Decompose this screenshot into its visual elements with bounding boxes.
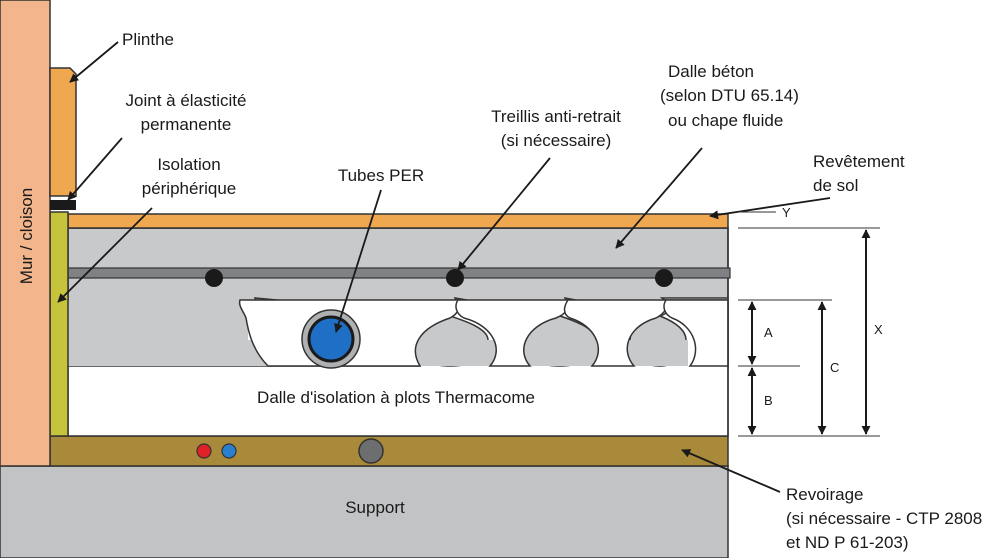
joint-leader	[67, 137, 123, 201]
joint-label-line2: permanente	[141, 115, 232, 134]
dalle-label-line2: (selon DTU 65.14)	[660, 86, 799, 105]
support-layer	[0, 465, 729, 558]
anti-shrink-mesh	[67, 267, 731, 279]
isolation-label-line1: Isolation	[157, 155, 220, 174]
red-pipe	[196, 443, 212, 459]
dalle-label-line3: ou chape fluide	[668, 111, 783, 130]
grey-conduit	[358, 438, 384, 464]
revoirage-label-line1: Revoirage	[786, 485, 864, 504]
treillis-label-line2: (si nécessaire)	[501, 131, 612, 150]
dim-x-label: X	[874, 322, 883, 337]
wall	[0, 0, 51, 467]
blue-pipe	[221, 443, 237, 459]
treillis-leader	[457, 157, 551, 271]
insulation-plot-4	[663, 299, 729, 367]
wall-label: Mur / cloison	[17, 188, 36, 284]
revoirage-layer	[49, 435, 729, 467]
mesh-node-3	[655, 269, 673, 287]
dim-c-label: C	[830, 360, 839, 375]
insulation-board-label: Dalle d'isolation à plots Thermacome	[257, 388, 535, 407]
isolation-leader	[57, 207, 153, 303]
plinth	[49, 67, 77, 197]
revoirage-leader	[681, 449, 781, 493]
tubes-leader	[334, 189, 382, 333]
revetement-label-line2: de sol	[813, 176, 858, 195]
support-label: Support	[345, 498, 405, 517]
dalle-label-line1: Dalle béton	[668, 62, 754, 81]
revoirage-label-line2: (si nécessaire - CTP 2808	[786, 509, 982, 528]
revetement-leader	[709, 197, 831, 220]
tubes-label: Tubes PER	[338, 166, 424, 185]
joint-label-line1: Joint à élasticité	[126, 91, 247, 110]
dim-y-label: Y	[782, 205, 791, 220]
per-tube	[307, 315, 355, 363]
plinthe-label: Plinthe	[122, 30, 174, 49]
revoirage-label-line3: et ND P 61-203)	[786, 533, 909, 552]
mesh-node-2	[446, 269, 464, 287]
dalle-leader	[615, 147, 703, 249]
insulation-plot-3	[563, 299, 668, 367]
dim-b-label: B	[764, 393, 773, 408]
perimeter-insulation	[49, 211, 69, 437]
mesh-node-1	[205, 269, 223, 287]
dim-a-label: A	[764, 325, 773, 340]
floor-covering	[67, 213, 729, 229]
plinthe-leader	[69, 41, 119, 83]
revetement-label-line1: Revêtement	[813, 152, 905, 171]
slab-lower-band	[68, 300, 248, 366]
treillis-label-line1: Treillis anti-retrait	[491, 107, 621, 126]
isolation-label-line2: périphérique	[142, 179, 237, 198]
elastic-joint	[50, 200, 76, 210]
